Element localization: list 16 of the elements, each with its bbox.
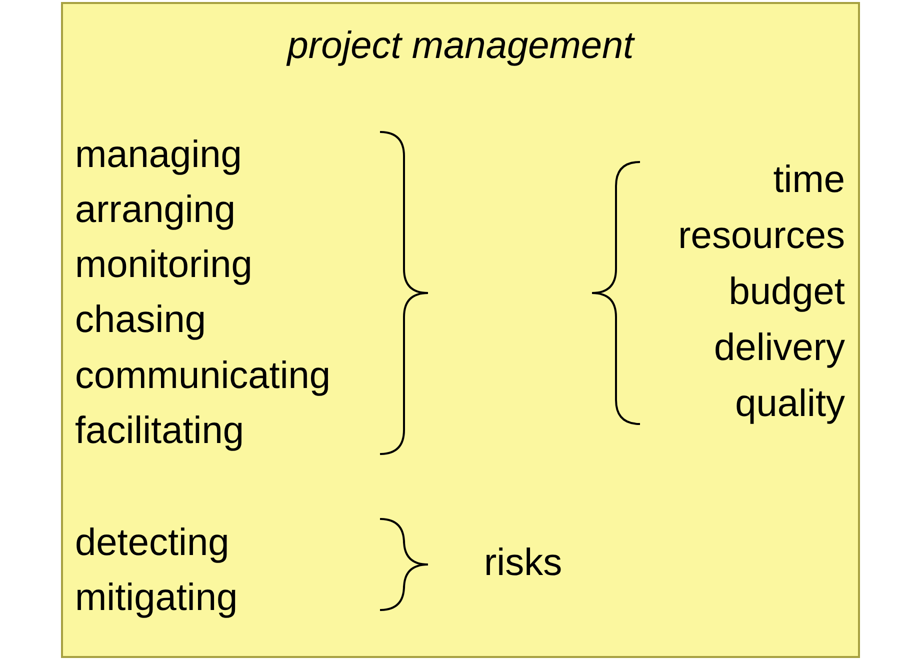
list-word: monitoring	[75, 243, 252, 287]
list-word: risks	[484, 541, 562, 585]
list-word: budget	[728, 270, 845, 314]
list-word: facilitating	[75, 409, 244, 453]
list-word: chasing	[75, 298, 206, 342]
list-word: managing	[75, 133, 242, 177]
list-word: arranging	[75, 188, 236, 232]
panel-title: project management	[285, 24, 636, 68]
panel-box	[61, 2, 860, 658]
list-word: mitigating	[75, 576, 238, 620]
list-word: detecting	[75, 521, 230, 565]
list-word: communicating	[75, 354, 331, 398]
list-word: quality	[735, 382, 845, 426]
list-word: time	[773, 158, 845, 202]
list-word: resources	[678, 214, 845, 258]
list-word: delivery	[714, 326, 845, 370]
